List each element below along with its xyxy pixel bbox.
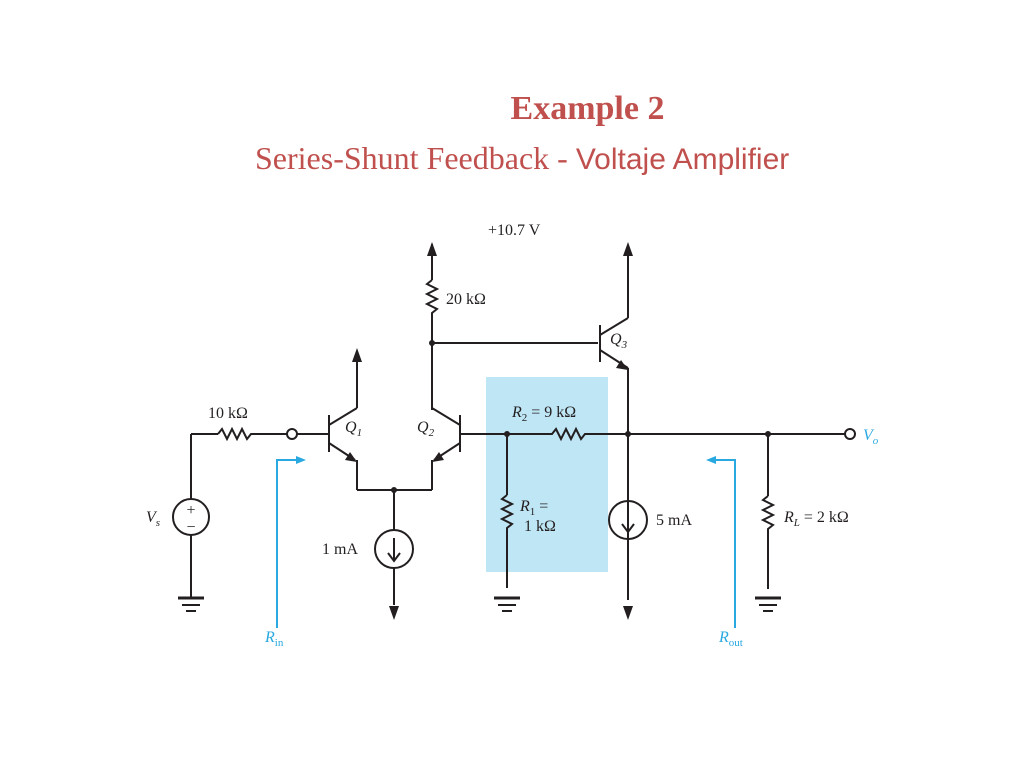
resistor-r2 [507,426,630,442]
resistor-r1 [499,494,515,588]
r-collector-label: 20 kΩ [446,291,486,308]
r-source-label: 10 kΩ [208,405,248,422]
transistor-q3 [599,298,633,620]
r2-label: R2 = 9 kΩ [511,404,576,424]
source-plus: + [186,502,195,519]
vs-label: Vs [146,509,160,529]
rl-label: RL = 2 kΩ [783,509,849,529]
subtitle-part1: Series-Shunt Feedback - [255,140,576,176]
rout-arrow [706,456,736,628]
rin-arrow [276,456,306,628]
vo-label: Vo [863,427,879,447]
ground-input [178,596,204,612]
rin-label: Rin [264,629,284,649]
output-terminal [844,428,856,440]
q1-label: Q1 [345,419,362,439]
supply-arrows [352,242,633,395]
r1-value: 1 kΩ [524,518,556,535]
resistor-rl [760,495,776,589]
current-source-1ma [374,529,414,569]
r1-label: R1 = [519,498,548,518]
transistor-q1 [328,395,358,490]
resistor-10k [217,426,287,442]
output-current-label: 5 mA [656,512,692,529]
tail-current-label: 1 mA [322,541,358,558]
resistor-20k [424,279,440,343]
q3-label: Q3 [610,331,628,351]
ground-r1 [494,596,520,612]
subtitle-part2: Voltaje Amplifier [575,143,790,176]
current-source-5ma [608,500,648,540]
ground-rl [755,596,781,612]
supply-label: +10.7 V [488,222,541,239]
source-minus: − [186,519,195,536]
transistor-q2 [431,407,461,490]
q2-label: Q2 [417,419,435,439]
rout-label: Rout [718,629,743,649]
slide-title: Example 2 [510,90,665,127]
input-terminal [286,428,298,440]
slide-subtitle: Series-Shunt Feedback - Voltaje Amplifie… [255,140,789,177]
